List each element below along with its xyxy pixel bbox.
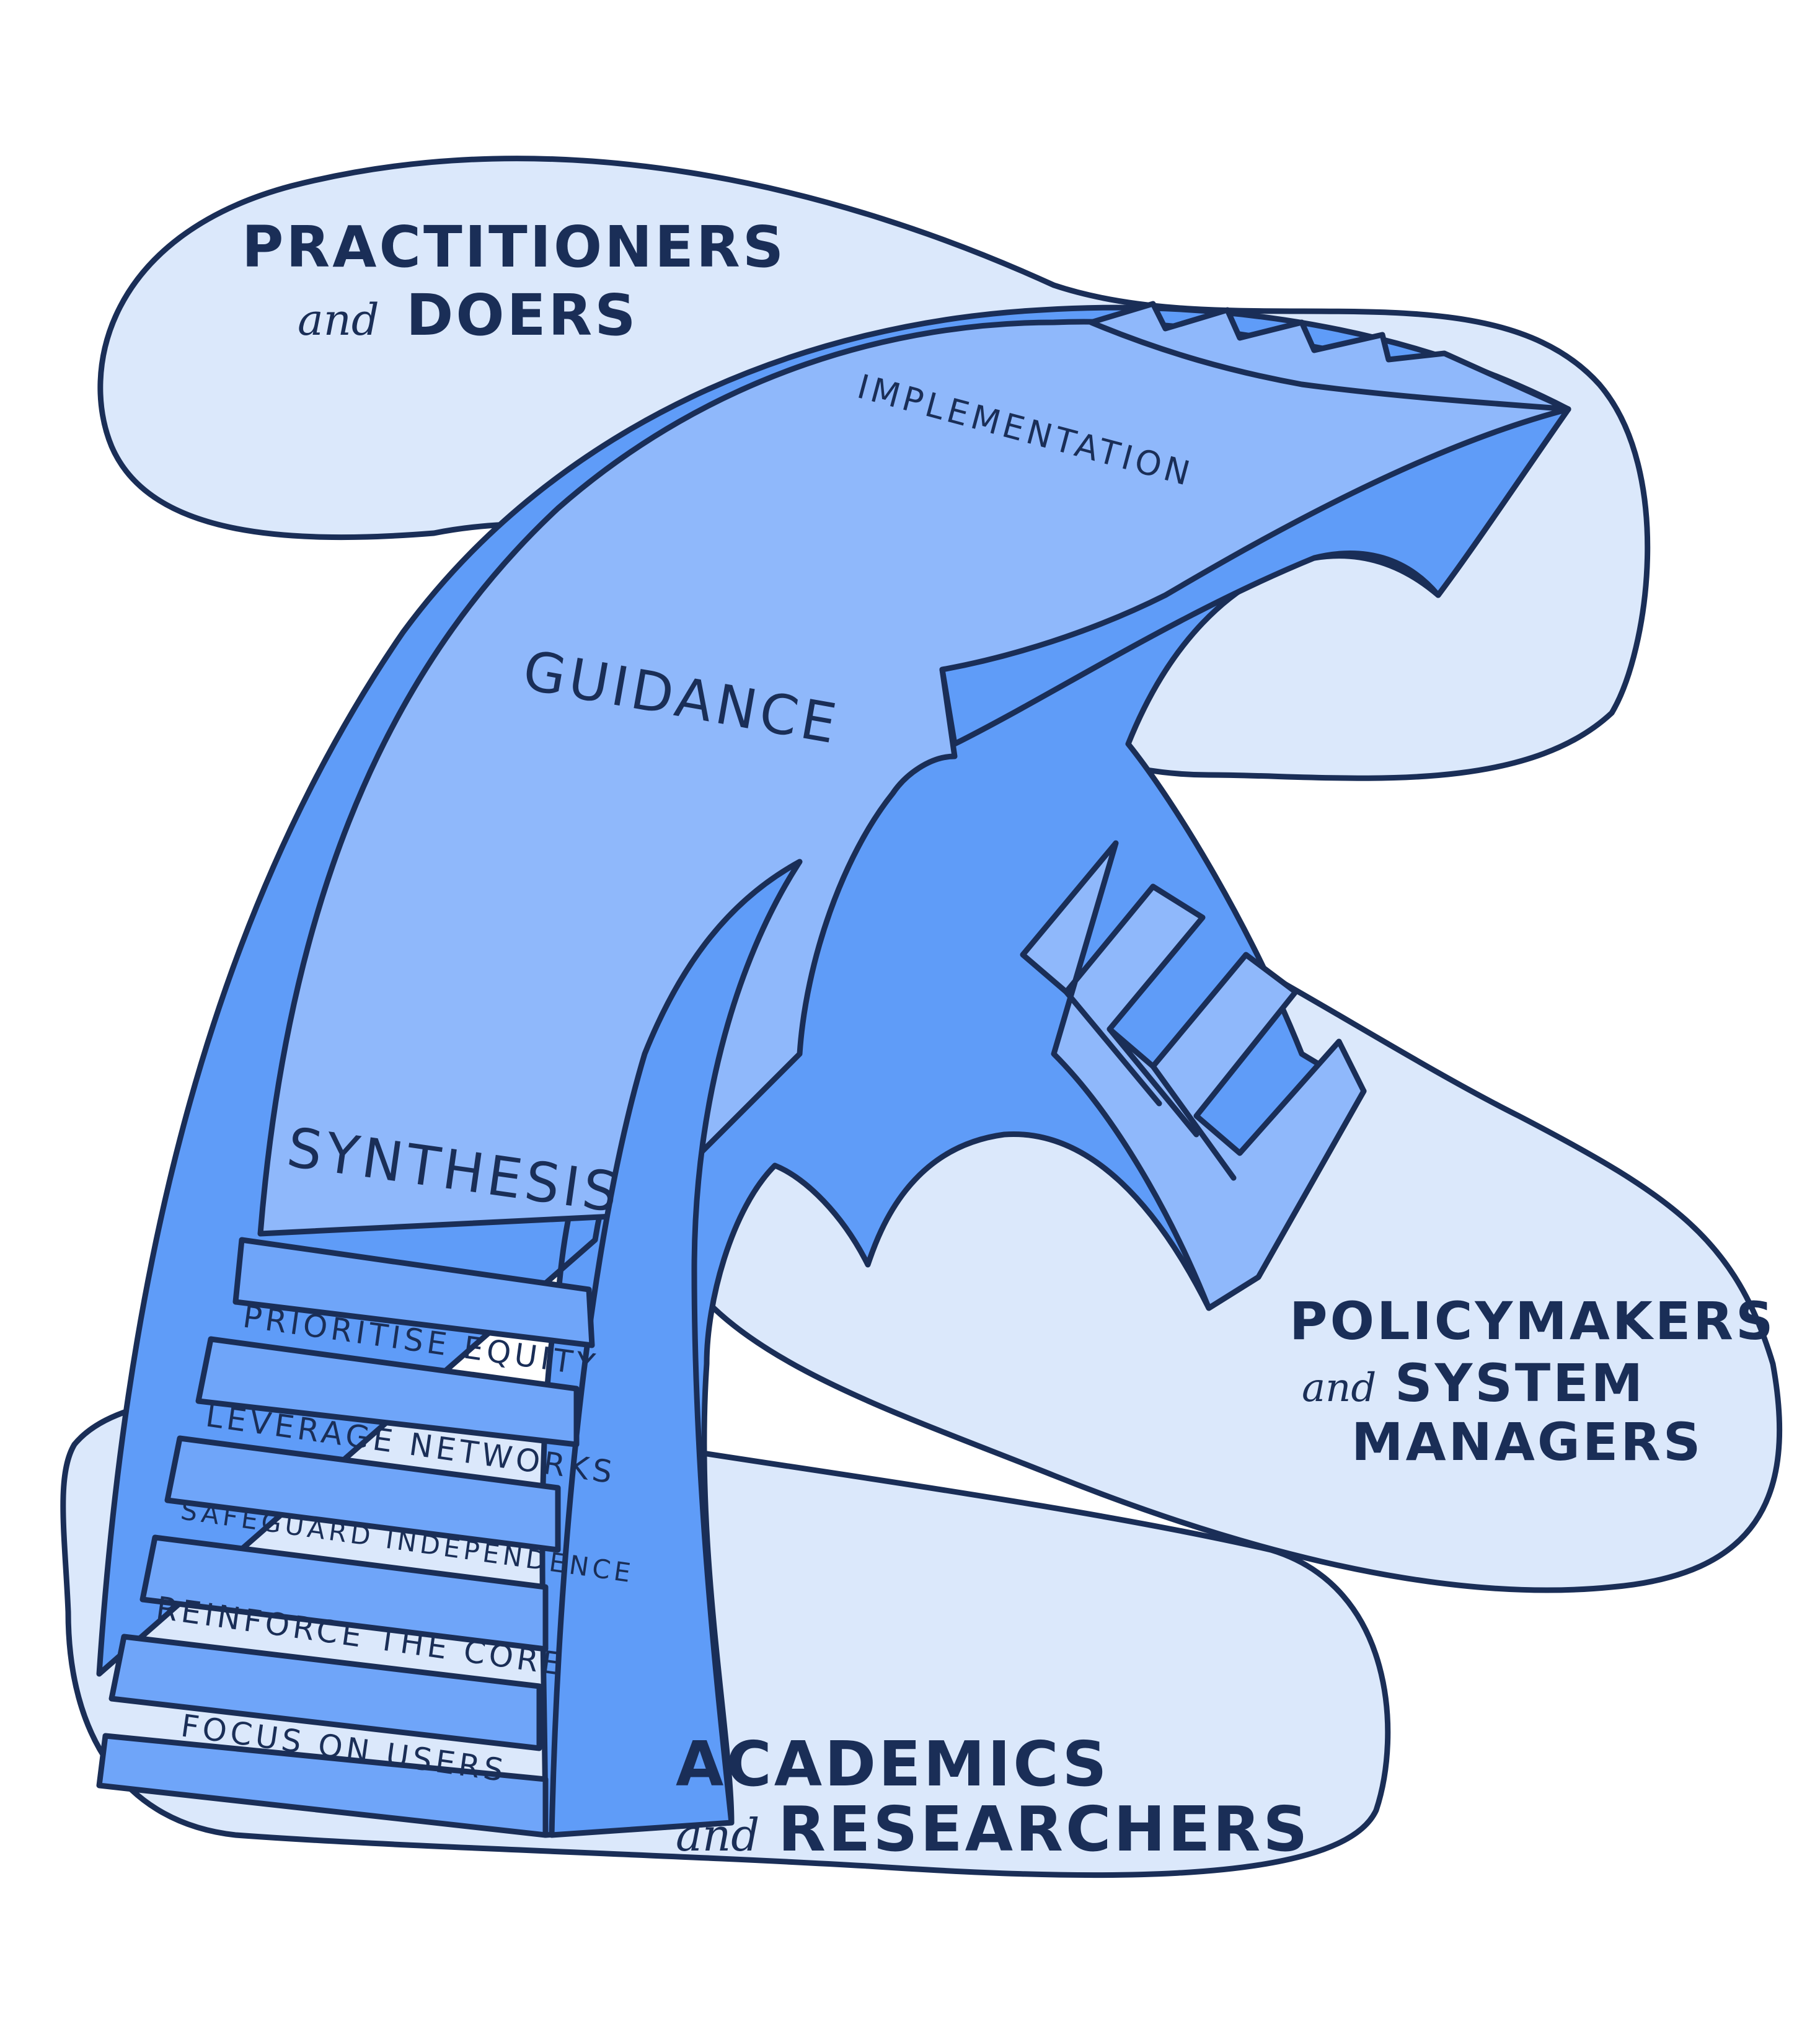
policymakers-line2: SYSTEM [1395, 1353, 1645, 1413]
policymakers-line3: MANAGERS [1351, 1412, 1703, 1472]
lower-steps [96, 1237, 595, 1838]
practitioners-and: and [298, 294, 379, 345]
step-6 [96, 1733, 549, 1838]
academics-and: and [676, 1809, 759, 1861]
step-3 [164, 1435, 561, 1553]
step-5 [108, 1634, 542, 1751]
middle-stairs-face [1020, 840, 1367, 1311]
step-2 [195, 1336, 580, 1448]
practitioners-title: PRACTITIONERS [242, 214, 786, 280]
arch-inner-face [549, 859, 803, 1838]
upper-stairs [1088, 301, 1571, 412]
step-1 [232, 1237, 595, 1348]
practitioners-label: PRACTITIONERS and DOERS [242, 214, 786, 348]
academics-subtitle: RESEARCHERS [778, 1793, 1310, 1865]
policymakers-title: POLICYMAKERS [1289, 1291, 1775, 1351]
step-4 [139, 1534, 549, 1652]
upper-stairs-face [1088, 301, 1571, 412]
arch [96, 304, 1571, 1838]
practitioners-subtitle: DOERS [406, 282, 638, 348]
academics-title: ACADEMICS [676, 1728, 1109, 1800]
middle-stairs [1020, 840, 1367, 1311]
policymakers-label: POLICYMAKERS and SYSTEM MANAGERS [1289, 1291, 1775, 1472]
academics-label: ACADEMICS and RESEARCHERS [676, 1728, 1310, 1865]
policymakers-and: and [1302, 1365, 1376, 1411]
arch-upper-inner-face [939, 406, 1571, 747]
